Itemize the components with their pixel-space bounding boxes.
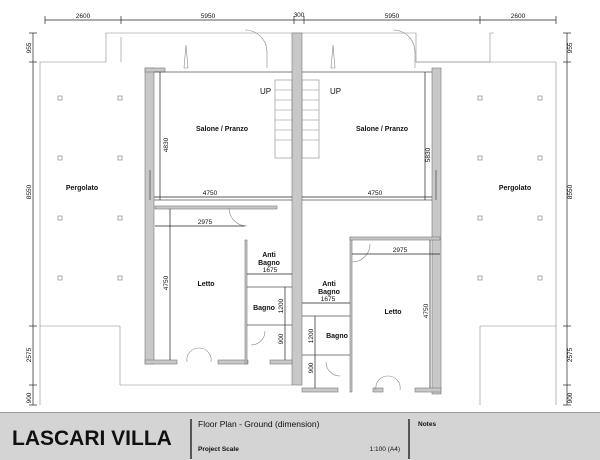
dim-label: 5950 xyxy=(385,13,400,20)
dim-label: 900 xyxy=(26,392,33,403)
project-name: LASCARI VILLA xyxy=(12,427,172,450)
room-label-antibagno-left: Anti xyxy=(262,252,276,259)
dim-label: 5830 xyxy=(425,147,432,162)
dim-label: 955 xyxy=(26,42,33,53)
dim-label: 4750 xyxy=(203,190,218,197)
dim-label: 1200 xyxy=(308,328,315,343)
dim-label: 300 xyxy=(294,12,305,19)
dim-label: 2600 xyxy=(511,13,526,20)
inner-dimensions: 4830 5830 4750 4750 2975 2975 4750 4750 … xyxy=(154,72,440,388)
sheet-title: Floor Plan - Ground (dimension) xyxy=(198,419,320,429)
dim-label: 1675 xyxy=(321,296,336,303)
dim-label: 900 xyxy=(308,362,315,373)
stairs: UP UP xyxy=(260,79,341,159)
room-label-letto-left: Letto xyxy=(197,281,214,288)
dim-label: 2975 xyxy=(393,247,408,254)
walls xyxy=(144,32,442,395)
dim-label: 8550 xyxy=(567,184,574,199)
dim-label: 4750 xyxy=(423,303,430,318)
scale-value: 1:100 (A4) xyxy=(369,446,400,453)
dim-label: 2600 xyxy=(76,13,91,20)
room-label-letto-right: Letto xyxy=(384,309,401,316)
left-dimension-chain: 955 8550 2575 900 xyxy=(26,32,37,406)
dim-label: 1200 xyxy=(278,298,285,313)
room-label-antibagno-left: Bagno xyxy=(258,260,280,267)
stair-up-label: UP xyxy=(330,87,341,96)
room-label-pergolato-left: Pergolato xyxy=(66,185,98,192)
dim-label: 4750 xyxy=(368,190,383,197)
dim-label: 2975 xyxy=(198,219,213,226)
site-outline xyxy=(39,32,557,405)
room-label-bagno-left: Bagno xyxy=(253,305,275,312)
dim-label: 8550 xyxy=(26,184,33,199)
title-block-divider xyxy=(408,419,410,459)
dim-label: 900 xyxy=(278,333,285,344)
dim-label: 1675 xyxy=(263,267,278,274)
interior-lines xyxy=(149,29,437,391)
room-label-antibagno-right: Bagno xyxy=(318,289,340,296)
dim-label: 955 xyxy=(567,42,574,53)
title-block: LASCARI VILLA Floor Plan - Ground (dimen… xyxy=(0,412,600,460)
notes-label: Notes xyxy=(418,421,437,428)
room-label-pergolato-right: Pergolato xyxy=(499,185,531,192)
pergola-posts xyxy=(57,95,543,281)
dim-label: 4750 xyxy=(163,275,170,290)
scale-label: Project Scale xyxy=(198,446,239,453)
top-dimension-chain: 2600 5950 300 5950 2600 xyxy=(44,12,557,24)
room-label-salone-left: Salone / Pranzo xyxy=(196,126,248,133)
room-labels: Salone / Pranzo Salone / Pranzo Pergolat… xyxy=(66,126,531,340)
dim-label: 4830 xyxy=(163,137,170,152)
dim-label: 2575 xyxy=(26,347,33,362)
room-label-antibagno-right: Anti xyxy=(322,281,336,288)
room-label-bagno-right: Bagno xyxy=(326,333,348,340)
room-label-salone-right: Salone / Pranzo xyxy=(356,126,408,133)
floor-plan-drawing: 2600 5950 300 5950 2600 955 8550 2575 90… xyxy=(26,12,574,406)
dim-label: 5950 xyxy=(201,13,216,20)
right-dimension-chain: 955 8550 2575 900 xyxy=(563,32,574,406)
stair-up-label: UP xyxy=(260,87,271,96)
dim-label: 2575 xyxy=(567,347,574,362)
title-block-divider xyxy=(190,419,192,459)
dim-label: 900 xyxy=(567,392,574,403)
